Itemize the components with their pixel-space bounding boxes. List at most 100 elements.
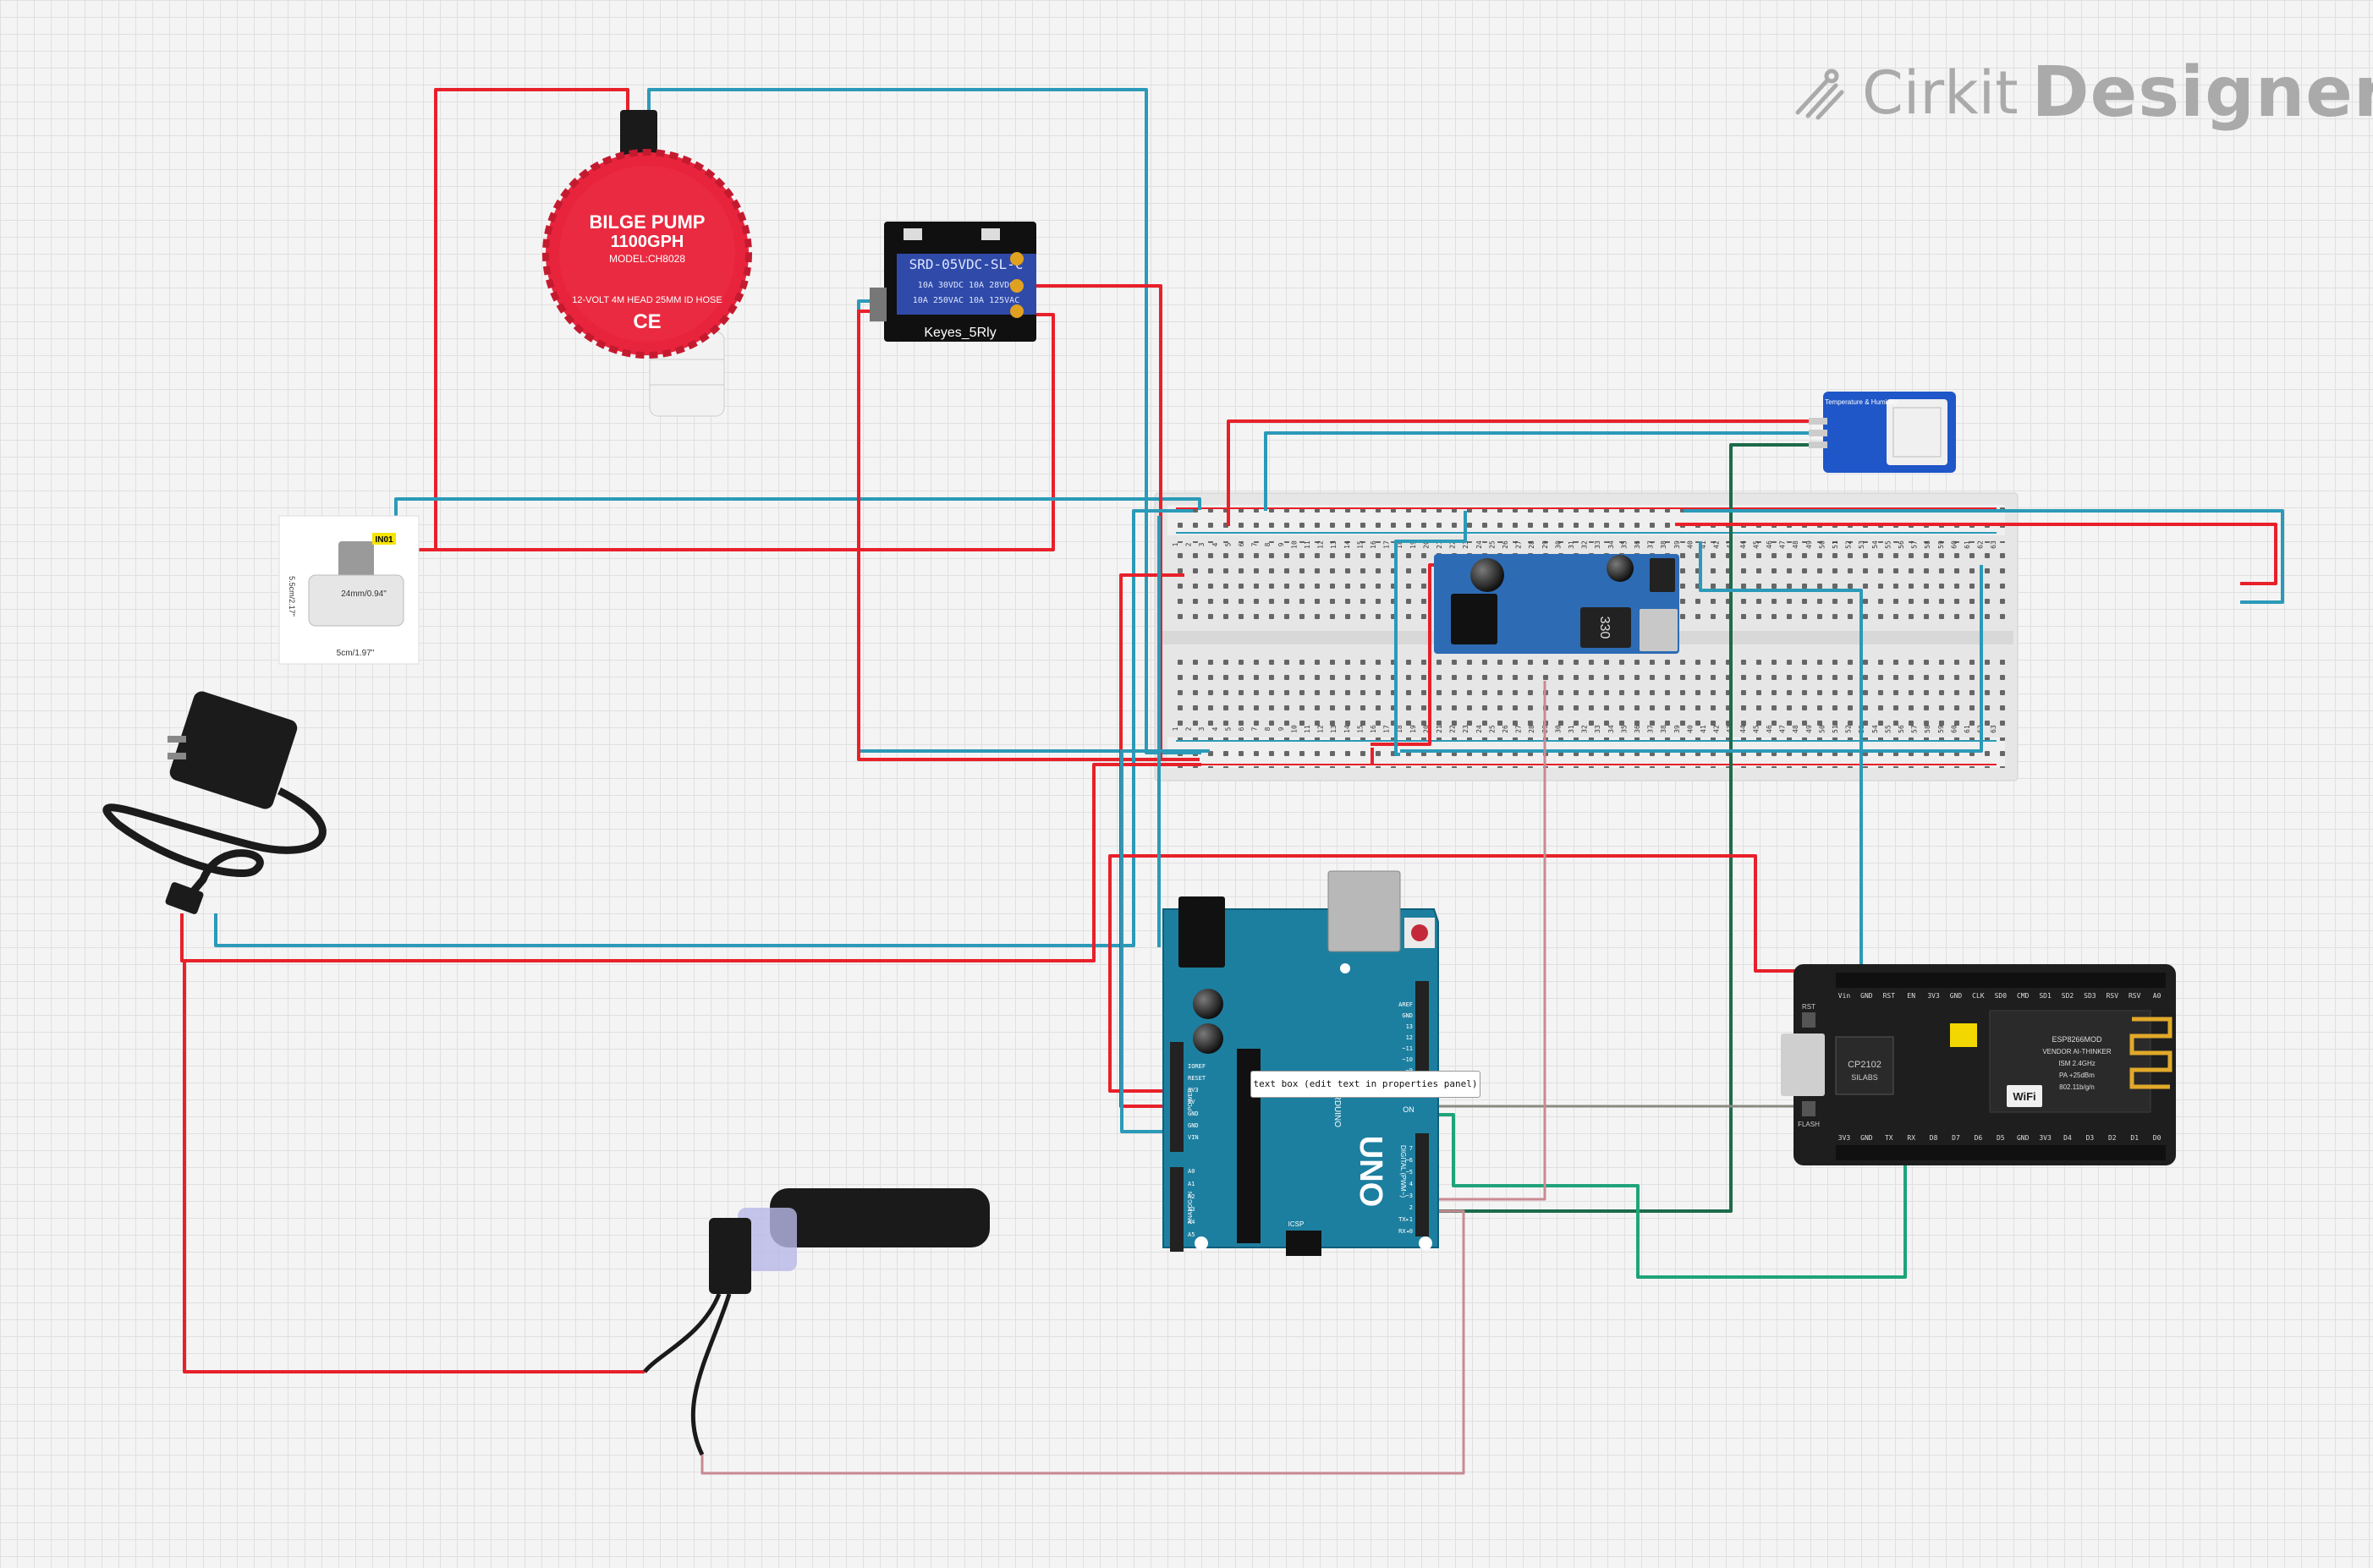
- arduino-analog-pin-label: A5: [1188, 1231, 1195, 1238]
- breadboard-col-number: 14: [1343, 725, 1351, 733]
- breadboard-col-number: 7: [1251, 726, 1259, 731]
- wire-dht-gnd[interactable]: [1264, 431, 1817, 511]
- breadboard-col-number: 41: [1700, 540, 1707, 549]
- breadboard-col-number: 4: [1211, 726, 1219, 731]
- breadboard-col-number: 10: [1290, 725, 1298, 733]
- text-box-annotation[interactable]: text box (edit text in properties panel): [1250, 1071, 1480, 1098]
- brand-name-cirkit: Cirkit: [1862, 58, 2019, 128]
- esp-bottom-pin-label: D2: [2108, 1134, 2117, 1142]
- breadboard-col-number: 12: [1317, 725, 1325, 733]
- esp-top-pin-label: SD0: [1995, 992, 2008, 1000]
- buck-converter[interactable]: 330: [1434, 554, 1679, 654]
- wire-buck-arduino-pink[interactable]: [1430, 681, 1546, 1201]
- breadboard-col-number: 60: [1950, 725, 1958, 733]
- breadboard-col-number: 36: [1634, 725, 1641, 733]
- breadboard-col-number: 19: [1409, 725, 1417, 733]
- breadboard-col-number: 2: [1185, 542, 1193, 546]
- relay-module[interactable]: SRD-05VDC-SL-C 10A 30VDC 10A 28VDC 10A 2…: [870, 222, 1036, 342]
- breadboard-col-number: 57: [1911, 725, 1919, 733]
- esp-power: PA +25dBm: [2059, 1072, 2095, 1079]
- wire-solenoid-gnd[interactable]: [394, 497, 1201, 540]
- breadboard-col-number: 41: [1700, 725, 1707, 733]
- wire-relay-vcc[interactable]: [857, 310, 1200, 761]
- wire-rail-blue-right[interactable]: [1684, 509, 2284, 604]
- wire-dht-data[interactable]: [1430, 443, 1817, 1213]
- arduino-analog-pin-label: A0: [1188, 1168, 1195, 1175]
- wire-solenoid-relay[interactable]: [396, 313, 1055, 551]
- wire-bb-bottom-blue[interactable]: [1400, 565, 1983, 753]
- arduino-analog-pin-label: A2: [1188, 1193, 1195, 1200]
- esp-wifi-logo: WiFi: [2013, 1090, 2035, 1103]
- breadboard-col-number: 8: [1264, 542, 1272, 546]
- power-adapter[interactable]: [102, 689, 327, 915]
- arduino-digital-pin-label: 4: [1409, 1181, 1413, 1187]
- arduino-power-pin-label: GND: [1188, 1122, 1199, 1129]
- breadboard-col-number: 4: [1211, 542, 1219, 546]
- breadboard-col-number: 9: [1277, 726, 1285, 731]
- wire-adapter-gnd[interactable]: [214, 509, 1193, 947]
- wire-float-red[interactable]: [183, 961, 645, 1373]
- breadboard-col-number: 63: [1990, 725, 1997, 733]
- breadboard-col-number: 25: [1488, 725, 1496, 733]
- arduino-power-pin-label: RESET: [1188, 1075, 1206, 1082]
- esp-top-pin-label: 3V3: [1927, 992, 1940, 1000]
- wire-arduino-gnd[interactable]: [1120, 749, 1180, 1133]
- bilge-pump[interactable]: BILGE PUMP 1100GPH MODEL:CH8028 12-VOLT …: [542, 110, 752, 417]
- esp-rst-button-label: RST: [1802, 1003, 1815, 1011]
- breadboard-col-number: 17: [1383, 540, 1391, 549]
- breadboard-col-number: 27: [1515, 540, 1523, 549]
- breadboard-col-number: 38: [1660, 540, 1667, 549]
- breadboard-col-number: 59: [1937, 725, 1945, 733]
- solenoid-port-dim: 24mm/0.94": [341, 589, 387, 599]
- arduino-digital-header: DIGITAL (PWM~): [1399, 1145, 1407, 1198]
- arduino-top-pin-label: 13: [1406, 1023, 1413, 1030]
- wire-arduino-esp-signal[interactable]: [1430, 1113, 1907, 1279]
- esp-standard: 802.11b/g/n: [2059, 1083, 2095, 1091]
- esp-bottom-pin-label: D7: [1952, 1134, 1960, 1142]
- pump-title: BILGE PUMP: [590, 211, 706, 233]
- wire-pump-negative[interactable]: [647, 88, 1201, 754]
- wire-dht-vcc[interactable]: [1227, 419, 1817, 526]
- esp-bottom-pin-label: D4: [2063, 1134, 2072, 1142]
- dht-sensor[interactable]: Temperature & Humidity: [1809, 392, 1956, 473]
- float-switch[interactable]: [643, 1188, 990, 1456]
- breadboard-col-number: 39: [1673, 725, 1681, 733]
- pump-model: MODEL:CH8028: [609, 253, 685, 265]
- breadboard-col-number: 16: [1370, 540, 1377, 549]
- arduino-digital-pin-label: 2: [1409, 1204, 1413, 1211]
- breadboard-col-number: 24: [1475, 725, 1483, 733]
- breadboard-col-number: 54: [1871, 540, 1879, 549]
- wire-buck-gnd[interactable]: [1394, 511, 1467, 756]
- breadboard-col-number: 56: [1898, 540, 1905, 549]
- breadboard-col-number: 44: [1739, 540, 1747, 549]
- esp-chip: CP2102: [1848, 1060, 1881, 1070]
- breadboard-col-number: 39: [1673, 540, 1681, 549]
- esp-top-pin-label: SD1: [2039, 992, 2052, 1000]
- wire-bb-esp-gnd[interactable]: [1699, 541, 1863, 971]
- esp-top-pin-label: SD2: [2062, 992, 2074, 1000]
- breadboard-col-number: 15: [1356, 725, 1364, 733]
- relay-ratings2: 10A 30VDC 10A 28VDC: [918, 281, 1014, 290]
- breadboard-col-number: 23: [1462, 725, 1469, 733]
- breadboard-col-number: 51: [1832, 540, 1839, 549]
- arduino-analog-pin-label: A4: [1188, 1219, 1195, 1225]
- arduino-uno[interactable]: UNO ARDUINO DIGITAL (PWM~) POWER ANALOG …: [1162, 870, 1439, 1256]
- breadboard-col-number: 46: [1766, 540, 1773, 549]
- breadboard-col-number: 60: [1950, 540, 1958, 549]
- arduino-digital-pin-label: ~5: [1406, 1169, 1413, 1176]
- esp8266-nodemcu[interactable]: CP2102 SILABS ESP8266MOD VENDOR AI-THINK…: [1781, 964, 2176, 1165]
- wire-rail-red-right[interactable]: [1675, 523, 2277, 585]
- solenoid-valve[interactable]: IN01 24mm/0.94" 5cm/1.97" 5.5cm/2.17": [278, 515, 420, 665]
- arduino-top-pin-label: ~10: [1402, 1056, 1413, 1063]
- wire-adapter-positive[interactable]: [180, 763, 1201, 962]
- breadboard-col-number: 52: [1845, 725, 1853, 733]
- breadboard-col-number: 27: [1515, 725, 1523, 733]
- breadboard-col-number: 5: [1224, 726, 1232, 731]
- breadboard-col-number: 1: [1172, 726, 1179, 731]
- arduino-model: UNO: [1353, 1136, 1388, 1207]
- esp-model: ESP8266MOD: [2052, 1035, 2102, 1044]
- breadboard-col-number: 20: [1422, 725, 1430, 733]
- wire-float-pink[interactable]: [700, 1209, 1465, 1475]
